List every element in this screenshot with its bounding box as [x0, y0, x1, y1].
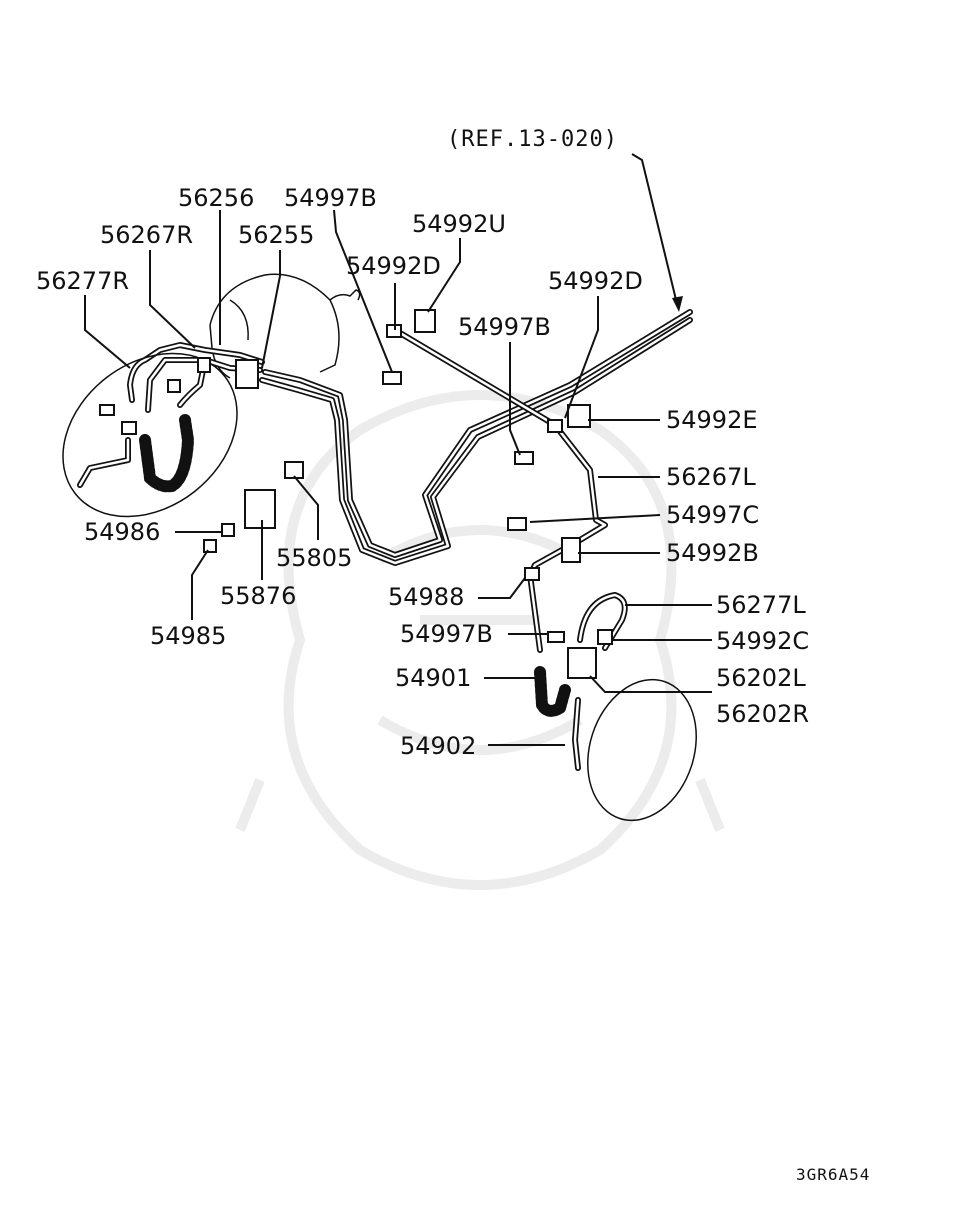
label-56202R: 56202R — [716, 700, 809, 728]
label-54992C: 54992C — [716, 627, 809, 655]
clip-left-1 — [99, 404, 115, 416]
left-brake-disc-outline — [62, 352, 238, 518]
label-55876: 55876 — [220, 582, 296, 610]
label-54992D-left: 54992D — [346, 252, 441, 280]
bolt-54997B-top — [382, 371, 402, 385]
left-brake-hoses — [62, 352, 238, 518]
label-54992E: 54992E — [666, 406, 758, 434]
clamp-54992U — [414, 309, 436, 333]
label-56277R: 56277R — [36, 267, 129, 295]
label-54992B: 54992B — [666, 539, 759, 567]
label-56267R: 56267R — [100, 221, 193, 249]
fitting-56256 — [197, 357, 211, 373]
clamp-54992E — [567, 404, 591, 428]
label-54997C: 54997C — [666, 501, 759, 529]
label-54997B-low: 54997B — [400, 620, 493, 648]
reference-callout: (REF.13-020) — [447, 127, 683, 312]
sensor-55805 — [284, 461, 304, 479]
label-55805: 55805 — [276, 544, 352, 572]
main-brake-pipe — [259, 309, 693, 566]
bolt-54997B-low — [547, 631, 565, 643]
part-labels: 56256 54997B 56267R 56255 54992U 54992D … — [36, 184, 809, 760]
junction-56255 — [235, 359, 259, 389]
label-54985: 54985 — [150, 622, 226, 650]
bolt-54997B-mid — [514, 451, 534, 465]
clip-left-2 — [167, 379, 181, 393]
diagram-code: 3GR6A54 — [796, 1165, 870, 1184]
label-54992D-right: 54992D — [548, 267, 643, 295]
cap-54985 — [203, 539, 217, 553]
label-56255: 56255 — [238, 221, 314, 249]
bracket-55876 — [244, 489, 276, 529]
label-54988: 54988 — [388, 583, 464, 611]
reference-arrowhead — [672, 296, 683, 312]
label-54992U: 54992U — [412, 210, 506, 238]
reference-label: (REF.13-020) — [447, 127, 618, 152]
label-54901: 54901 — [395, 664, 471, 692]
label-56202L: 56202L — [716, 664, 806, 692]
right-brake-hoses — [534, 666, 697, 822]
clip-54992C — [597, 629, 613, 645]
transmission-outline — [209, 273, 361, 379]
small-parts — [99, 309, 613, 679]
label-56267L: 56267L — [666, 463, 756, 491]
grommet-54988 — [524, 567, 540, 581]
label-54997B-top: 54997B — [284, 184, 377, 212]
leader-lines — [84, 209, 712, 746]
label-54986: 54986 — [84, 518, 160, 546]
label-56277L: 56277L — [716, 591, 806, 619]
label-54902: 54902 — [400, 732, 476, 760]
bracket-56202 — [567, 647, 597, 679]
joint-left-1 — [121, 421, 137, 435]
label-56256: 56256 — [178, 184, 254, 212]
clamp-54992B — [561, 537, 581, 563]
right-brake-disc-outline — [587, 678, 697, 822]
nut-54986 — [221, 523, 235, 537]
clip-54992D-right — [547, 419, 563, 433]
bolt-54997C — [507, 517, 527, 531]
label-54997B-mid: 54997B — [458, 313, 551, 341]
